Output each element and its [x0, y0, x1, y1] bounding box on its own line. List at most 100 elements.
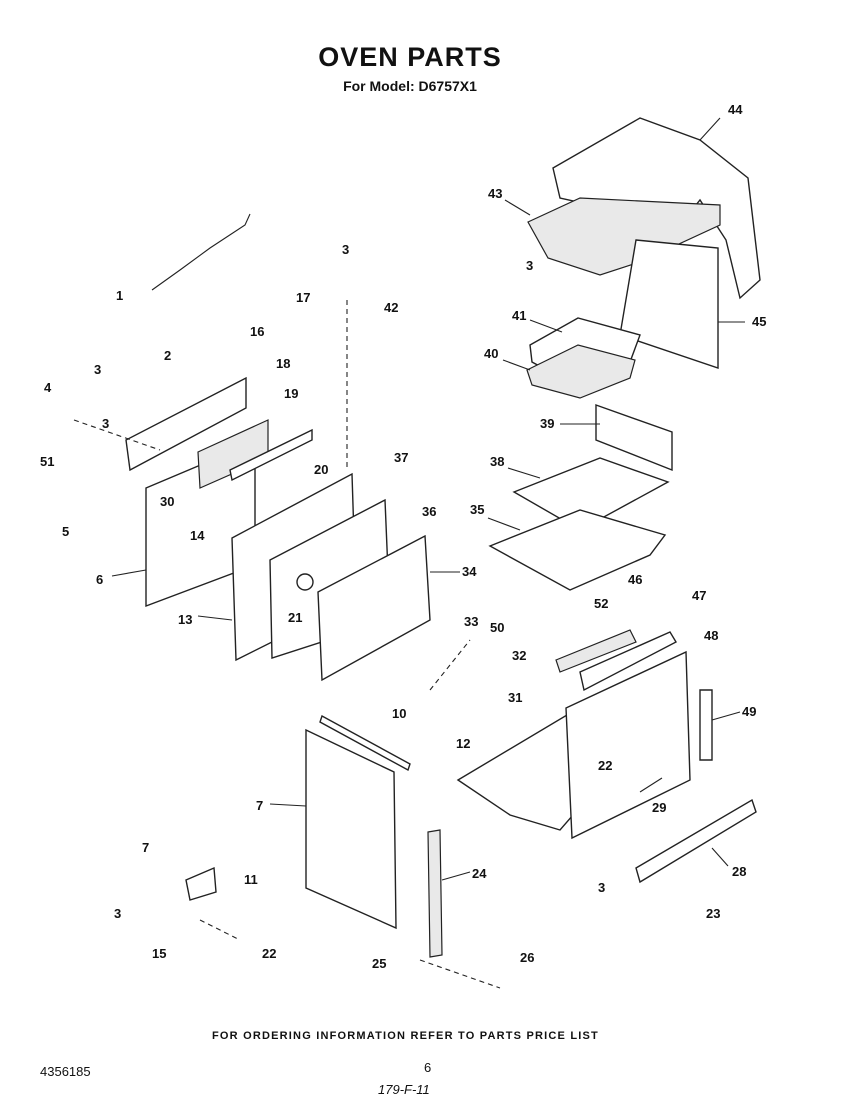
callout-44: 44 [728, 102, 743, 117]
part-20-vent-trim [229, 428, 313, 482]
page-number: 6 [424, 1060, 432, 1075]
leader-line [502, 359, 531, 371]
part-16-trim [125, 376, 247, 472]
assembly-line [429, 639, 471, 691]
callout-31: 31 [508, 690, 522, 705]
part-39-shield [595, 404, 673, 472]
callout-36: 36 [422, 504, 436, 519]
callout-23: 23 [706, 906, 720, 921]
callout-2: 2 [164, 348, 171, 363]
callout-3: 3 [94, 362, 101, 377]
leader-line [711, 847, 729, 867]
part-9-door-panel [305, 728, 397, 930]
callout-6: 6 [96, 572, 103, 587]
callout-12: 12 [456, 736, 470, 751]
callout-17: 17 [296, 290, 310, 305]
callout-26: 26 [520, 950, 534, 965]
callout-50: 51 [40, 454, 54, 469]
callout-16: 16 [250, 324, 264, 339]
leader-line [711, 711, 741, 721]
callout-45: 45 [752, 314, 766, 329]
callout-28: 28 [732, 864, 746, 879]
callout-3: 3 [114, 906, 121, 921]
callout-14: 14 [190, 528, 205, 543]
callout-25: 25 [372, 956, 386, 971]
callout-47: 47 [692, 588, 706, 603]
callout-4: 4 [44, 380, 52, 395]
callout-3: 3 [102, 416, 109, 431]
assembly-line [419, 959, 501, 989]
part-28-door-handle [635, 798, 757, 884]
callout-33: 33 [464, 614, 478, 629]
part-46-seal [555, 629, 637, 673]
part-34-side-panel [317, 534, 431, 682]
callout-38: 38 [490, 454, 504, 469]
callout-41: 41 [512, 308, 526, 323]
callout-49: 49 [742, 704, 756, 719]
callout-40: 40 [484, 346, 498, 361]
leader-line [197, 615, 233, 621]
callout-22: 22 [598, 758, 612, 773]
part-21-knob [296, 573, 314, 591]
callout-22: 22 [262, 946, 276, 961]
leader-line [504, 199, 531, 216]
callout-35: 35 [470, 502, 484, 517]
leader-line [441, 871, 471, 881]
callout-3: 3 [342, 242, 349, 257]
part-29-door-frame [565, 650, 691, 840]
callout-30: 30 [160, 494, 174, 509]
callout-18: 18 [276, 356, 290, 371]
callout-29: 29 [652, 800, 666, 815]
callout-39: 39 [540, 416, 554, 431]
part-49-strip [699, 689, 713, 761]
model-subtitle: For Model: D6757X1 [343, 78, 477, 94]
callout-15: 15 [152, 946, 166, 961]
callout-51: 50 [490, 620, 504, 635]
callout-labels: 44 43 3 45 41 40 39 38 35 34 36 37 3 17 … [40, 102, 766, 971]
part-40-broiler-pan [526, 344, 636, 399]
leader-line [699, 117, 721, 141]
callout-20: 20 [314, 462, 328, 477]
part-43-burner-housing [527, 197, 721, 276]
callout-13: 13 [178, 612, 192, 627]
callout-1: 1 [116, 288, 123, 303]
callout-34: 34 [462, 564, 477, 579]
callout-3: 3 [526, 258, 533, 273]
callout-24: 24 [472, 866, 487, 881]
callout-21: 21 [288, 610, 302, 625]
callout-10: 10 [392, 706, 406, 721]
callout-43: 43 [488, 186, 502, 201]
handwritten-note: 179-F-11 [378, 1082, 430, 1097]
part-11-bracket [185, 866, 217, 901]
assembly-line [199, 919, 241, 941]
callout-5: 5 [62, 524, 69, 539]
part-45-panel [619, 239, 719, 369]
page-title: OVEN PARTS [318, 42, 502, 72]
callout-11: 11 [244, 872, 258, 887]
callout-9: 7 [256, 798, 263, 813]
leader-line [269, 803, 307, 807]
leader-line [111, 569, 147, 577]
callout-7: 7 [142, 840, 149, 855]
ordering-note: FOR ORDERING INFORMATION REFER TO PARTS … [212, 1030, 599, 1042]
callout-48: 48 [704, 628, 718, 643]
assembly-line [73, 419, 161, 451]
document-number: 4356185 [40, 1064, 91, 1079]
callout-3: 3 [598, 880, 605, 895]
callout-42: 42 [384, 300, 398, 315]
callout-37: 37 [394, 450, 408, 465]
part-38-oven-rack [512, 457, 670, 531]
part-35-oven-bottom [488, 509, 667, 591]
callout-19: 19 [284, 386, 298, 401]
leader-line [507, 467, 541, 479]
callout-32: 32 [512, 648, 526, 663]
part-24-hinge-bar [427, 829, 443, 958]
leader-line [529, 319, 563, 333]
part-10-door-trim [319, 714, 411, 772]
leader-line [487, 517, 521, 531]
part-1-power-cord [151, 213, 251, 291]
leader-line [639, 777, 663, 793]
part-47-gasket [579, 631, 677, 692]
callout-46: 46 [628, 572, 642, 587]
